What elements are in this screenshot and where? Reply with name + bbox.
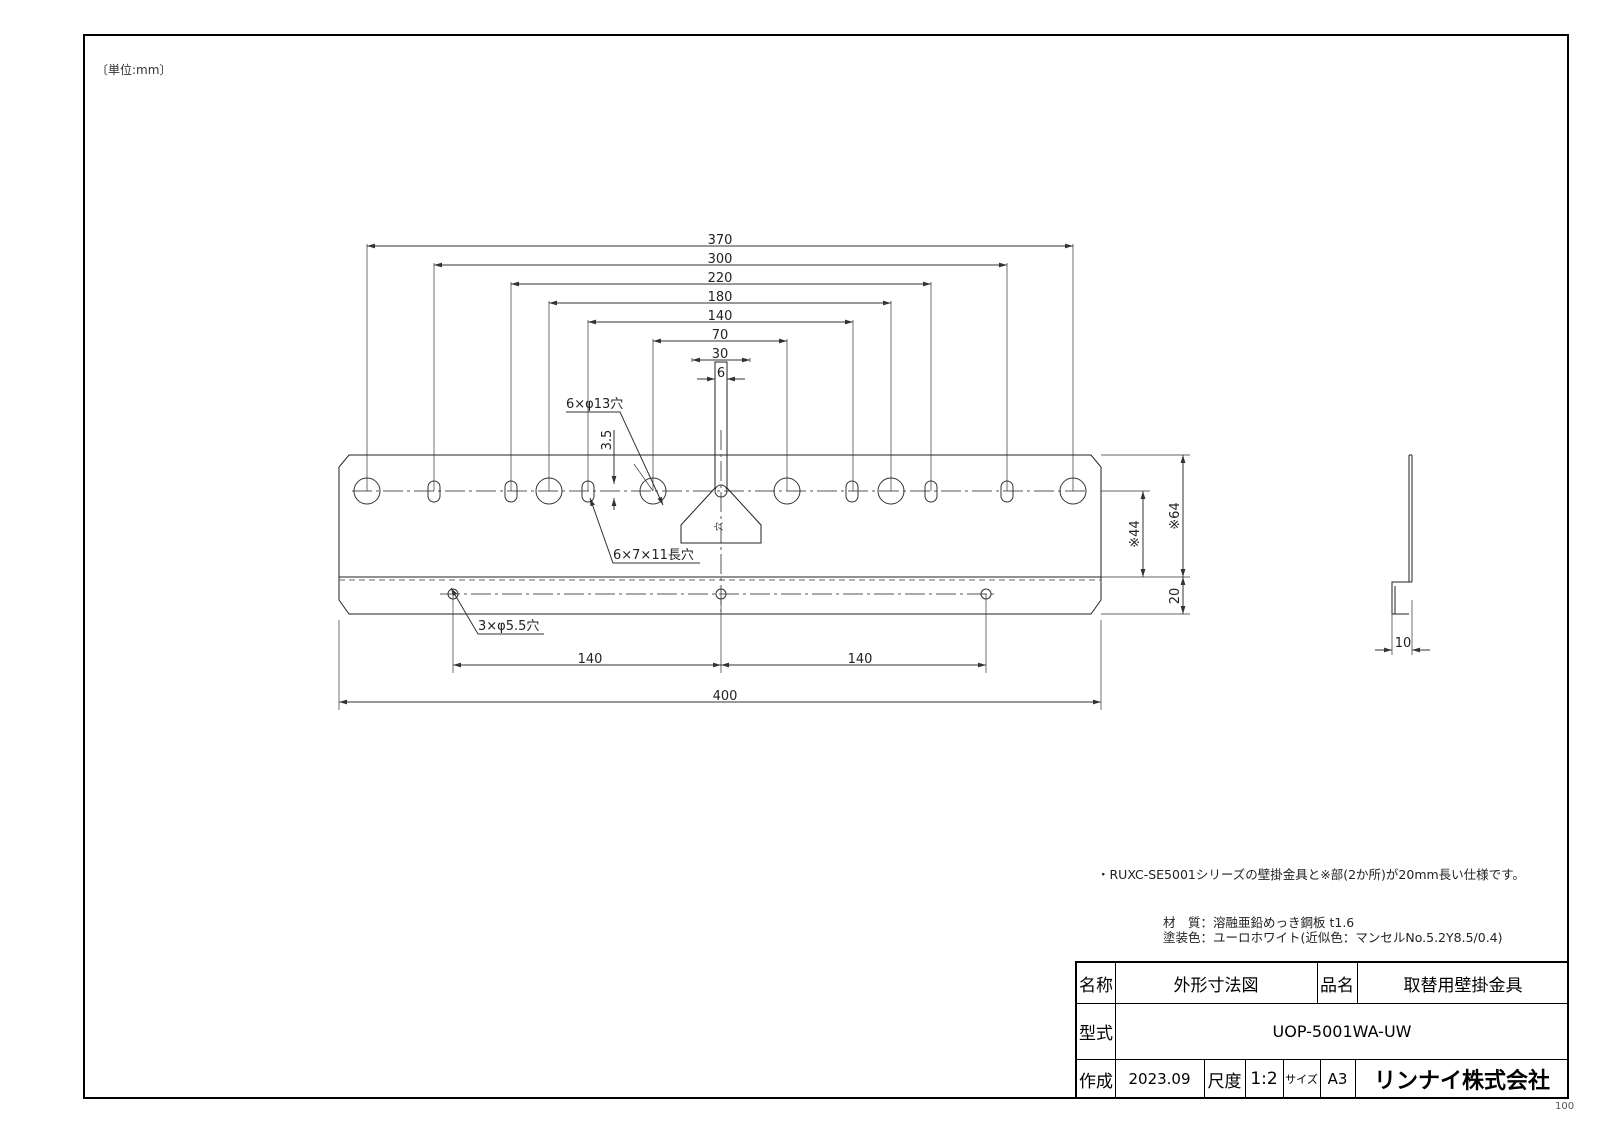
- dim-64: ※64: [1168, 502, 1183, 529]
- callout-holes5-5: 3×φ5.5穴: [478, 619, 539, 634]
- dim-220: 220: [708, 271, 733, 286]
- dim-70: 70: [712, 328, 729, 343]
- dim-20: 20: [1168, 588, 1183, 605]
- dim-44: ※44: [1128, 520, 1143, 547]
- dim-300: 300: [708, 252, 733, 267]
- dim-30: 30: [712, 347, 729, 362]
- keyhole-mark: 穴: [713, 522, 725, 531]
- name-value: 外形寸法図: [1173, 975, 1259, 996]
- series-note: ・RUXC-SE5001シリーズの壁掛金具と※部(2か所)が20mm長い仕様です…: [1097, 867, 1525, 882]
- size-label: サイズ: [1285, 1073, 1318, 1086]
- unit-label: 〔単位:mm〕: [96, 63, 172, 77]
- model-label: 型式: [1079, 1023, 1113, 1044]
- scale-value: 1:2: [1250, 1069, 1278, 1089]
- callout-slots: 6×7×11長穴: [613, 548, 694, 563]
- product-label: 品名: [1320, 975, 1354, 996]
- scale-label: 尺度: [1207, 1071, 1242, 1092]
- created-value: 2023.09: [1128, 1070, 1191, 1088]
- color-label: 塗装色：ユーロホワイト(近似色：マンセルNo.5.2Y8.5/0.4): [1163, 930, 1503, 945]
- dim-180: 180: [708, 290, 733, 305]
- dim-370: 370: [708, 233, 733, 248]
- drawing-frame: [83, 34, 1569, 1099]
- dim-140-top: 140: [708, 309, 733, 324]
- dim-400: 400: [713, 689, 738, 704]
- material-label: 材 質：溶融亜鉛めっき鋼板 t1.6: [1163, 915, 1355, 930]
- dim-140-right: 140: [848, 652, 873, 667]
- keyhole: [680, 361, 762, 544]
- slot: [845, 480, 859, 503]
- page-number: 100: [1555, 1101, 1575, 1112]
- name-label: 名称: [1079, 975, 1113, 996]
- dim-6: 6: [717, 366, 725, 381]
- plate-outline: [338, 454, 1102, 615]
- size-value: A3: [1327, 1070, 1348, 1088]
- created-label: 作成: [1079, 1071, 1113, 1092]
- company-name: リンナイ株式会社: [1373, 1069, 1550, 1094]
- product-value: 取替用壁掛金具: [1403, 975, 1523, 996]
- dim-10: 10: [1395, 636, 1412, 651]
- dim-3-5: 3.5: [600, 430, 615, 451]
- callout-holes13: 6×φ13穴: [566, 397, 623, 412]
- title-block: 名称 外形寸法図 品名 取替用壁掛金具 型式 UOP-5001WA-UW 作成 …: [1075, 961, 1569, 1099]
- model-value: UOP-5001WA-UW: [1272, 1021, 1412, 1041]
- dim-140-left: 140: [578, 652, 603, 667]
- hole-5-5: [715, 588, 727, 600]
